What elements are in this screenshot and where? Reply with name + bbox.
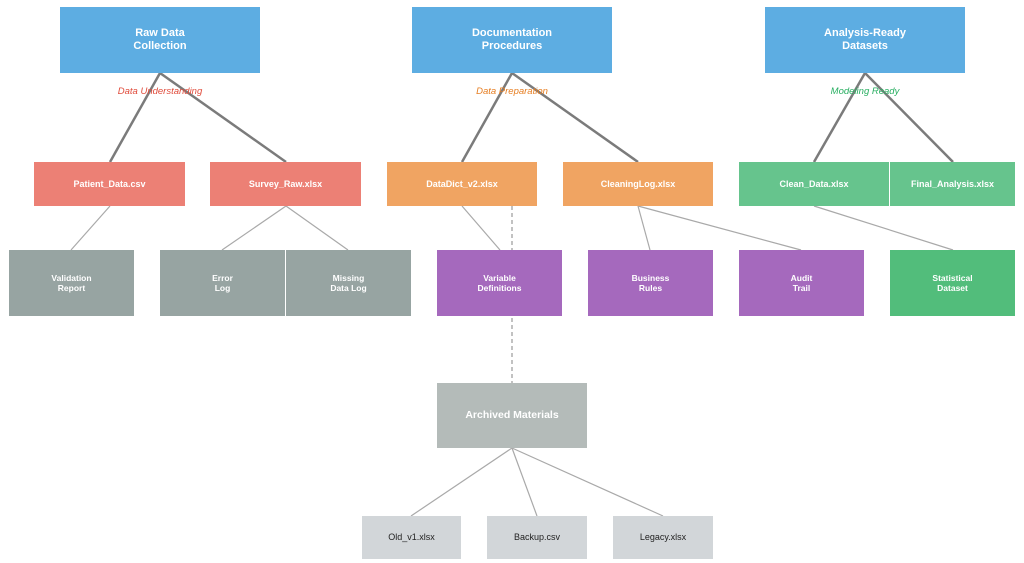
edge-cleaninglog-audit — [637, 205, 802, 251]
node-old-v1[interactable]: Old_v1.xlsx — [362, 516, 461, 559]
node-datadict[interactable]: DataDict_v2.xlsx — [387, 162, 537, 206]
node-audit-trail[interactable]: Audit Trail — [739, 250, 864, 316]
node-business-rules[interactable]: Business Rules — [588, 250, 713, 316]
edge-cleaninglog-business — [637, 205, 651, 251]
edge-archive-legacy — [511, 447, 664, 517]
edge-raw-survey — [159, 71, 287, 164]
node-error-log[interactable]: Error Log — [160, 250, 285, 316]
stage-label-preparation: Data Preparation — [476, 86, 548, 97]
edge-survey-missing — [285, 205, 349, 251]
node-patient-data[interactable]: Patient_Data.csv — [34, 162, 185, 206]
node-validation-report[interactable]: Validation Report — [9, 250, 134, 316]
node-documentation-procedures[interactable]: Documentation Procedures — [412, 7, 612, 73]
node-missing-data-log[interactable]: Missing Data Log — [286, 250, 411, 316]
edge-clean-statistical — [813, 205, 954, 251]
node-survey-raw[interactable]: Survey_Raw.xlsx — [210, 162, 361, 206]
edge-survey-error — [221, 205, 287, 251]
edge-archive-backup — [511, 447, 538, 517]
edge-datadict-variable — [461, 205, 501, 251]
node-raw-data-collection[interactable]: Raw Data Collection — [60, 7, 260, 73]
node-statistical-dataset[interactable]: Statistical Dataset — [890, 250, 1015, 316]
edge-archive-old — [410, 447, 513, 517]
node-final-analysis[interactable]: Final_Analysis.xlsx — [890, 162, 1015, 206]
node-analysis-ready-datasets[interactable]: Analysis-Ready Datasets — [765, 7, 965, 73]
node-cleaninglog[interactable]: CleaningLog.xlsx — [563, 162, 713, 206]
node-variable-definitions[interactable]: Variable Definitions — [437, 250, 562, 316]
node-backup[interactable]: Backup.csv — [487, 516, 587, 559]
node-archived-materials[interactable]: Archived Materials — [437, 383, 587, 448]
edge-analysis-clean — [812, 72, 867, 163]
stage-label-modeling: Modeling Ready — [830, 86, 900, 97]
node-legacy[interactable]: Legacy.xlsx — [613, 516, 713, 559]
node-clean-data[interactable]: Clean_Data.xlsx — [739, 162, 889, 206]
edge-raw-patient — [108, 72, 162, 163]
stage-label-understanding: Data Understanding — [117, 86, 203, 97]
edge-doc-datadict — [460, 72, 514, 163]
edge-analysis-final — [864, 72, 954, 163]
edge-patient-validation — [70, 205, 111, 251]
edge-doc-cleaninglog — [511, 71, 639, 164]
